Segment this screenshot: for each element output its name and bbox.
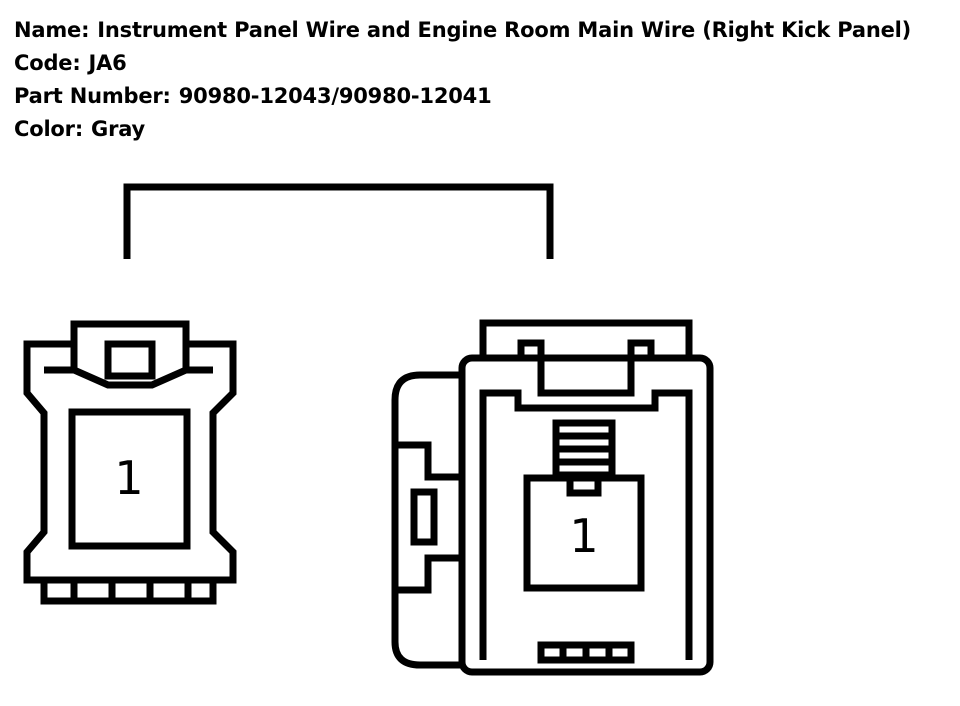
code-line: Code: JA6	[14, 47, 911, 80]
right-connector-side-latch	[395, 441, 462, 594]
left-connector-pin-cavity	[68, 408, 191, 550]
right-connector-pin-cavity	[523, 474, 645, 592]
right-connector-latch	[537, 354, 635, 397]
left-connector-latch-frame	[70, 344, 190, 389]
left-connector-body	[23, 320, 237, 605]
left-connector	[23, 320, 237, 605]
right-connector-top-notches	[517, 339, 655, 358]
name-line: Name: Instrument Panel Wire and Engine Ro…	[14, 14, 911, 47]
right-connector-inner-frame	[479, 389, 693, 660]
color-value: Gray	[91, 117, 146, 141]
name-label: Name:	[14, 18, 90, 42]
name-value: Instrument Panel Wire and Engine Room Ma…	[97, 18, 912, 42]
color-line: Color: Gray	[14, 113, 911, 146]
color-label: Color:	[14, 117, 84, 141]
connection-bracket	[123, 183, 554, 259]
part-number-value: 90980-12043/90980-12041	[178, 84, 492, 108]
right-connector-top-frame	[479, 319, 693, 358]
right-connector-lock-grip	[552, 419, 616, 497]
right-connector-pin-label: 1	[569, 509, 598, 563]
right-connector	[391, 319, 714, 676]
right-connector-side-housing	[391, 371, 462, 669]
part-number-label: Part Number:	[14, 84, 171, 108]
left-connector-base-slots	[44, 576, 213, 601]
code-value: JA6	[88, 51, 127, 75]
connector-info: Name: Instrument Panel Wire and Engine Ro…	[14, 14, 911, 146]
code-label: Code:	[14, 51, 81, 75]
part-number-line: Part Number: 90980-12043/90980-12041	[14, 80, 911, 113]
right-connector-side-tab	[410, 488, 438, 546]
left-connector-pin-label: 1	[114, 451, 143, 505]
left-connector-latch	[104, 340, 156, 380]
right-connector-bottom-ribs	[537, 641, 635, 664]
